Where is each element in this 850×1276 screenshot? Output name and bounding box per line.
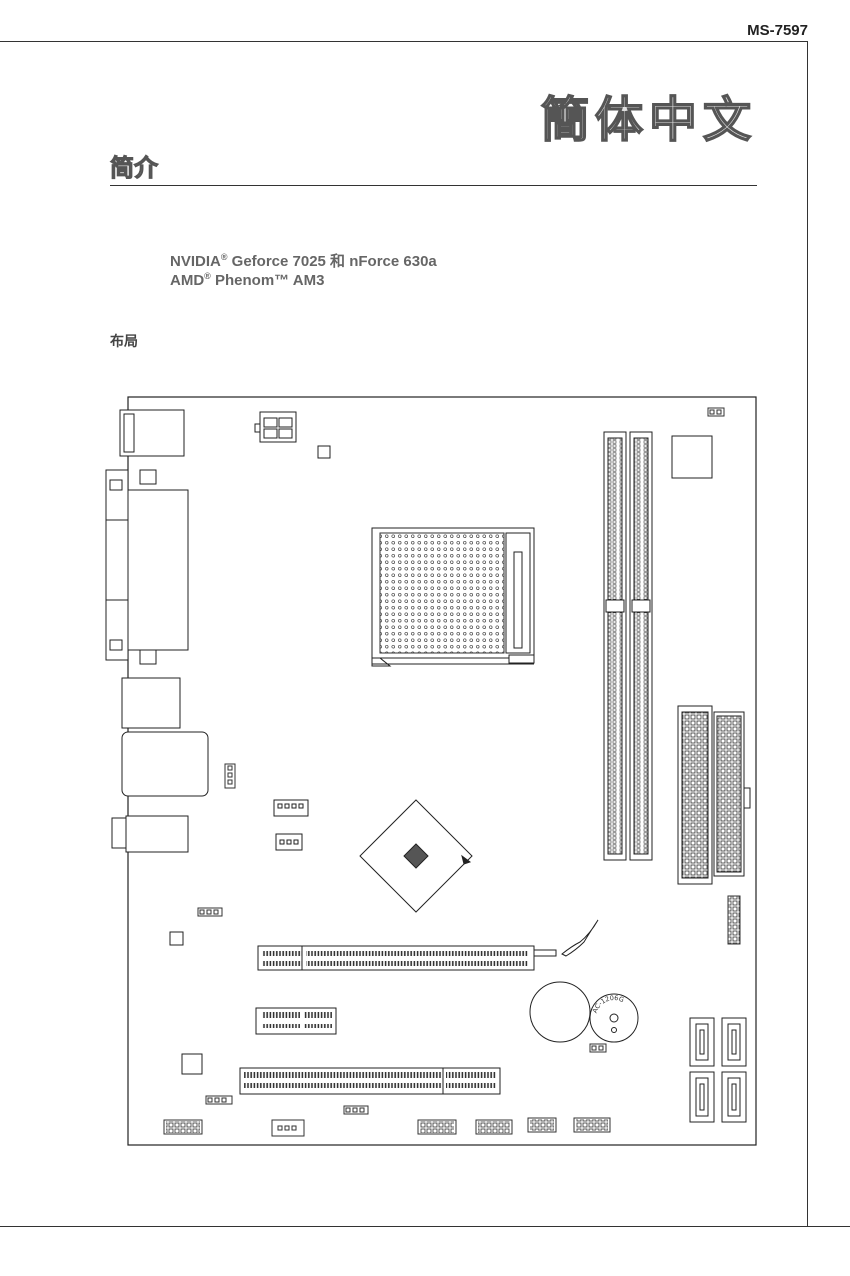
ide-connector	[678, 706, 712, 884]
jumper-bottom-left	[206, 1096, 232, 1104]
vga-port	[106, 470, 188, 664]
cmos-battery	[530, 982, 590, 1042]
lan-usb-port	[122, 732, 208, 796]
jumper-battery	[590, 1044, 606, 1052]
board-outline	[128, 397, 756, 1145]
usb-port	[122, 678, 180, 728]
front-panel-header	[728, 896, 740, 944]
cpu-socket	[372, 528, 534, 666]
pcie-x1-slot	[256, 1008, 336, 1034]
sata-connector-1	[690, 1018, 714, 1066]
rear-io-panel	[106, 410, 208, 852]
clock-chip	[672, 436, 712, 478]
fan-connector-1	[274, 800, 308, 816]
sata-connector-2	[722, 1018, 746, 1066]
chipset	[360, 800, 472, 912]
dimm-slot-2	[630, 432, 652, 860]
chip-small-2	[170, 932, 183, 945]
sata-connector-4	[722, 1072, 746, 1122]
pcie-x16-slot	[258, 920, 598, 970]
atx-12v-connector	[255, 412, 296, 442]
buzzer: AC-1206G	[590, 994, 638, 1042]
sata-connector-3	[690, 1072, 714, 1122]
atx-24-pin-connector	[714, 712, 750, 876]
jumper-bottom-mid	[344, 1106, 368, 1114]
fan-connector-2	[276, 834, 302, 850]
audio-port	[112, 816, 188, 852]
jumper-left-vertical	[225, 764, 235, 788]
dimm-slot-1	[604, 432, 626, 860]
jumper-top	[708, 408, 724, 416]
jumper-clr-cmos	[198, 908, 222, 916]
bottom-headers	[164, 1118, 610, 1136]
super-io-chip	[182, 1054, 202, 1074]
pci-slot	[240, 1068, 500, 1094]
chip-small	[318, 446, 330, 458]
